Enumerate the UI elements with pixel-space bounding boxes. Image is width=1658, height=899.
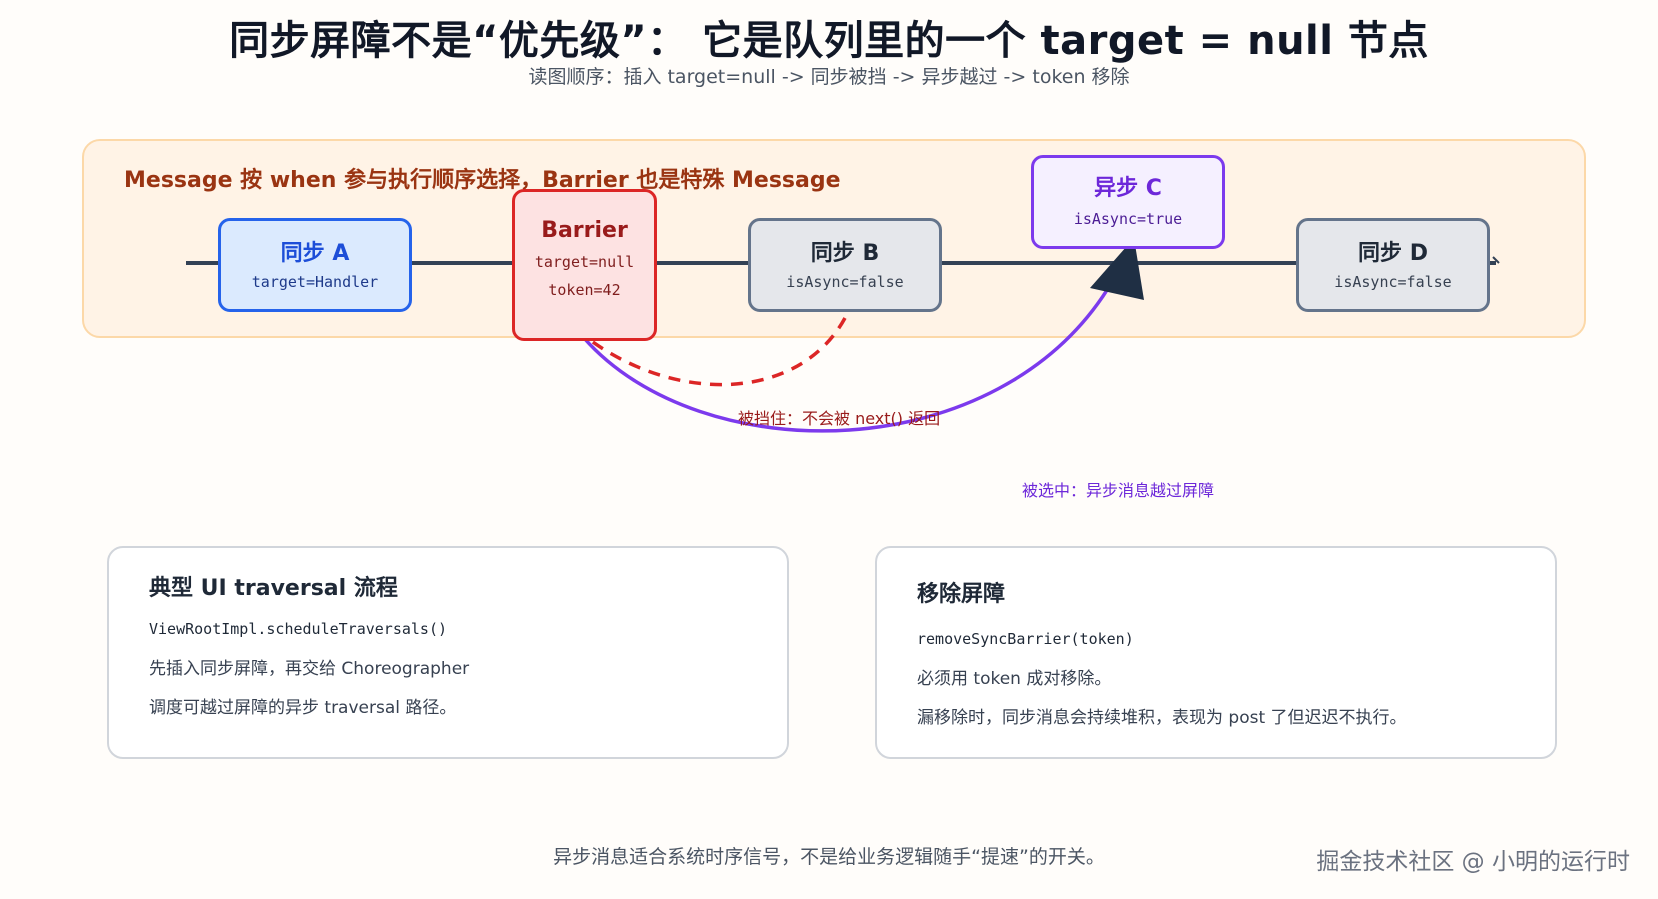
async-arrowhead: [1090, 238, 1144, 300]
page-subtitle: 读图顺序：插入 target=null -> 同步被挡 -> 异步越过 -> t…: [528, 66, 1130, 88]
node-sync-b-async: isAsync=false: [786, 273, 904, 291]
node-sync-a-target: target=Handler: [251, 273, 379, 291]
panel-title: Message 按 when 参与执行顺序选择，Barrier 也是特殊 Mes…: [124, 168, 841, 193]
node-sync-a: 同步 A target=Handler: [218, 218, 412, 312]
remove-barrier-card-code: removeSyncBarrier(token): [917, 630, 1134, 648]
traversal-card: 典型 UI traversal 流程 ViewRootImpl.schedule…: [107, 546, 789, 759]
blocked-dashed-arrow: [588, 317, 847, 387]
selected-label: 被选中：异步消息越过屏障: [1022, 481, 1215, 500]
node-barrier-title: Barrier: [541, 218, 628, 243]
remove-barrier-card: 移除屏障 removeSyncBarrier(token) 必须用 token …: [875, 546, 1557, 759]
node-barrier: Barrier target=null token=42: [512, 189, 657, 341]
node-async-c-title: 异步 C: [1094, 176, 1162, 201]
traversal-card-code: ViewRootImpl.scheduleTraversals(): [149, 620, 448, 638]
timeline-end-tick: [1492, 256, 1500, 264]
node-sync-b: 同步 B isAsync=false: [748, 218, 942, 312]
node-sync-d: 同步 D isAsync=false: [1296, 218, 1490, 312]
node-sync-d-title: 同步 D: [1358, 241, 1428, 266]
traversal-card-line-2: 调度可越过屏障的异步 traversal 路径。: [149, 698, 457, 718]
footer-note: 异步消息适合系统时序信号，不是给业务逻辑随手“提速”的开关。: [553, 846, 1105, 868]
node-async-c: 异步 C isAsync=true: [1031, 155, 1225, 249]
remove-barrier-card-title: 移除屏障: [917, 582, 1006, 607]
node-async-c-async: isAsync=true: [1073, 210, 1183, 228]
remove-barrier-card-line-1: 必须用 token 成对移除。: [917, 669, 1112, 689]
node-sync-b-title: 同步 B: [810, 241, 880, 266]
node-barrier-target: target=null: [534, 253, 635, 271]
traversal-card-title: 典型 UI traversal 流程: [149, 576, 398, 601]
watermark: 掘金技术社区 @ 小明的运行时: [1316, 849, 1630, 875]
node-sync-a-title: 同步 A: [280, 241, 350, 266]
node-sync-d-async: isAsync=false: [1334, 273, 1452, 291]
page-title: 同步屏障不是“优先级”： 它是队列里的一个 target = null 节点: [229, 18, 1429, 64]
blocked-label: 被挡住：不会被 next() 返回: [738, 409, 941, 428]
traversal-card-line-1: 先插入同步屏障，再交给 Choreographer: [149, 659, 470, 679]
async-bypass-arrow: [582, 281, 1114, 433]
node-barrier-token: token=42: [548, 281, 621, 299]
remove-barrier-card-line-2: 漏移除时，同步消息会持续堆积，表现为 post 了但迟迟不执行。: [917, 708, 1407, 728]
